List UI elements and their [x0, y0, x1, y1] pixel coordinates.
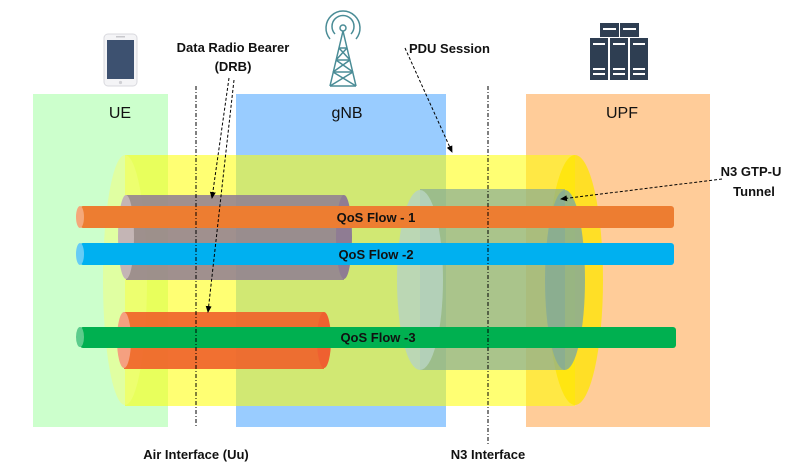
n3-tunnel-pointer-arrow: [560, 178, 723, 202]
qos-flow-1: QoS Flow - 1: [76, 206, 674, 228]
qos-flow-1-label: QoS Flow - 1: [337, 210, 416, 225]
drb-1-pointer-arrow: [209, 77, 230, 199]
qos-flow-3: QoS Flow -3: [76, 327, 676, 348]
ue-label: UE: [109, 105, 131, 122]
drb-label-line2: (DRB): [215, 59, 252, 74]
smartphone-icon: [103, 33, 138, 87]
qos-flow-2-label: QoS Flow -2: [338, 247, 413, 262]
drb-label-line1: Data Radio Bearer: [177, 40, 290, 55]
air-interface-label: Air Interface (Uu): [143, 447, 248, 462]
upf-label: UPF: [606, 105, 638, 122]
pdu-session-pointer-arrow: [404, 47, 453, 153]
gnb-label: gNB: [331, 105, 362, 122]
server-rack-icon: [590, 23, 648, 80]
n3-tunnel-label-line2: Tunnel: [733, 184, 775, 199]
drb-2-pointer-arrow: [205, 79, 235, 313]
n3-interface-label: N3 Interface: [451, 447, 525, 462]
qos-flow-3-label: QoS Flow -3: [340, 330, 415, 345]
cell-tower-icon: [325, 10, 361, 87]
pdu-session-label: PDU Session: [409, 41, 490, 56]
qos-flow-2: QoS Flow -2: [76, 243, 674, 265]
n3-tunnel-label-line1: N3 GTP-U: [721, 164, 782, 179]
